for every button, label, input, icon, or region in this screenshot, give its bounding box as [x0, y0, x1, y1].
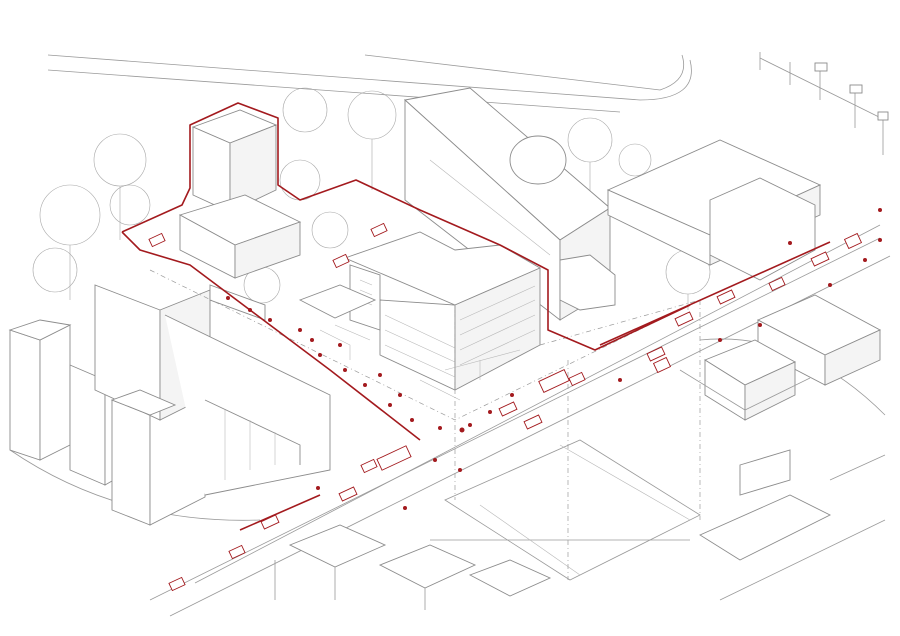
site-boundary-street-edge [121, 231, 421, 441]
site-buildings [178, 109, 541, 401]
foreground-blocks [274, 524, 552, 610]
office-block [606, 139, 822, 281]
lower-right-buildings [679, 294, 882, 561]
road-edge-highlight-right [599, 241, 831, 346]
vehicles [148, 222, 863, 592]
road-edge-highlight [239, 494, 321, 531]
street-network [9, 54, 891, 617]
boundary-fence [759, 52, 889, 155]
residential-towers [8, 284, 331, 526]
site-boundary-outline [121, 102, 691, 351]
tree-canopy [32, 87, 711, 310]
people [226, 208, 882, 510]
